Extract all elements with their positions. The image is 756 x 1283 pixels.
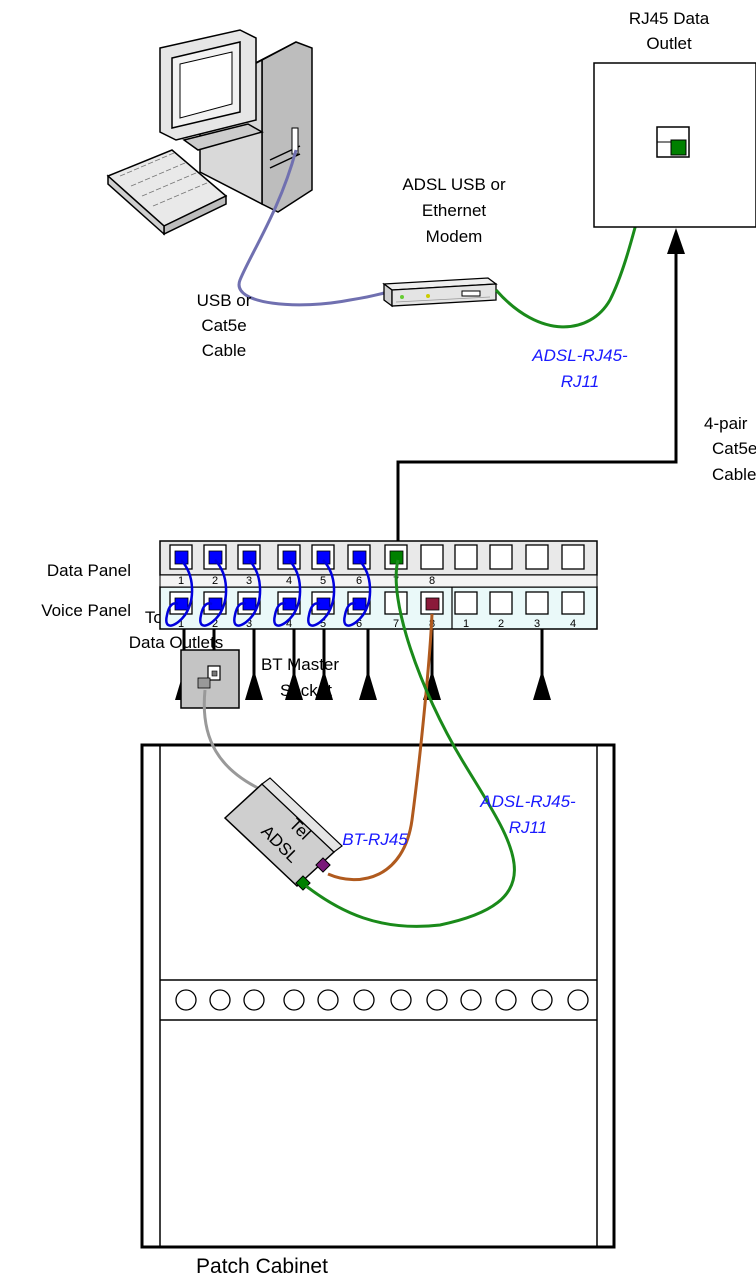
modem-label-3: Modem <box>426 227 483 246</box>
usb-cable-label-1: USB or <box>197 291 252 310</box>
voice-port <box>347 591 371 615</box>
cable-management-bar <box>160 979 597 1021</box>
computer-icon <box>106 29 313 236</box>
data-port <box>420 544 444 570</box>
voice-port <box>561 591 585 615</box>
voice-port-number: 1 <box>178 618 184 630</box>
voice-port-number: 4 <box>570 618 576 630</box>
data-panel-number-strip <box>159 574 598 588</box>
voice-port-number: 1 <box>463 618 469 630</box>
voice-port <box>454 591 478 615</box>
data-port <box>237 544 261 570</box>
blue-patch-leads <box>165 559 372 627</box>
adsl-cable-bottom <box>305 559 516 928</box>
grey-cable <box>202 689 263 792</box>
modem-label-1: ADSL USB or <box>402 175 506 194</box>
cable-hole <box>283 989 305 1011</box>
data-port <box>454 544 478 570</box>
data-port <box>489 544 513 570</box>
voice-port-number: 6 <box>356 618 362 630</box>
data-port <box>311 544 335 570</box>
voice-port-number: 7 <box>393 618 399 630</box>
patch-lead <box>343 559 372 627</box>
data-port-number: 6 <box>356 575 362 587</box>
data-port-number: 1 <box>178 575 184 587</box>
patch-lead <box>165 559 194 627</box>
data-port-number: 3 <box>246 575 252 587</box>
voice-panel-label: Voice Panel <box>41 601 131 620</box>
cable-hole <box>567 989 589 1011</box>
cable-hole <box>175 989 197 1011</box>
adsl-cable-top-label-1: ADSL-RJ45- <box>531 346 628 365</box>
voice-port-number: 2 <box>212 618 218 630</box>
bt-master-label-2: Socket <box>280 681 332 700</box>
cable-hole <box>209 989 231 1011</box>
usb-cable-label-2: Cat5e <box>201 316 246 335</box>
voice-panel-strip <box>159 586 598 630</box>
cable-hole <box>317 989 339 1011</box>
bt-master-socket <box>180 649 240 709</box>
cable-hole <box>495 989 517 1011</box>
modem-icon <box>382 277 498 308</box>
voice-port <box>525 591 549 615</box>
data-port <box>169 544 193 570</box>
cable-hole <box>531 989 553 1011</box>
data-port <box>561 544 585 570</box>
voice-port <box>237 591 261 615</box>
data-port-number: 8 <box>429 575 435 587</box>
patch-lead <box>199 559 228 627</box>
voice-port <box>277 591 301 615</box>
voice-port-number: 2 <box>498 618 504 630</box>
voice-port <box>420 591 444 615</box>
cable-hole <box>243 989 265 1011</box>
rj45-outlet <box>593 62 756 228</box>
adsl-cable-top-label-2: RJ11 <box>561 372 599 391</box>
modem-label-2: Ethernet <box>422 201 487 220</box>
cable-hole <box>390 989 412 1011</box>
data-port-number: 5 <box>320 575 326 587</box>
data-port <box>277 544 301 570</box>
cable-hole <box>460 989 482 1011</box>
data-port-number: 2 <box>212 575 218 587</box>
voice-port <box>203 591 227 615</box>
voice-port-number: 3 <box>534 618 540 630</box>
rj45-outlet-label-1: RJ45 Data <box>629 9 710 28</box>
patch-lead <box>233 559 262 627</box>
cable-holes <box>175 989 589 1011</box>
cable-hole <box>353 989 375 1011</box>
data-port <box>347 544 371 570</box>
data-port <box>525 544 549 570</box>
cat5e-label-1: 4-pair <box>704 414 748 433</box>
usb-cable <box>237 149 389 307</box>
data-panel-ports <box>169 544 585 570</box>
data-port <box>384 544 408 570</box>
patch-cabinet-label: Patch Cabinet <box>196 1255 328 1278</box>
data-port <box>203 544 227 570</box>
patch-lead <box>273 559 302 627</box>
voice-port-number: 5 <box>320 618 326 630</box>
voice-port-number: 3 <box>246 618 252 630</box>
bt-rj45-cable <box>327 613 434 882</box>
patch-lead <box>307 559 336 627</box>
bt-master-label-1: BT Master <box>261 655 339 674</box>
adsl-cable-bottom-label-1: ADSL-RJ45- <box>479 792 576 811</box>
usb-cable-label-3: Cable <box>202 341 246 360</box>
data-panel-label: Data Panel <box>47 561 131 580</box>
to-rj45-label-2: Data Outlets <box>129 633 224 652</box>
data-port-number: 4 <box>286 575 292 587</box>
cable-hole <box>426 989 448 1011</box>
voice-panel-ports <box>169 591 585 615</box>
adsl-cable-bottom-label-2: RJ11 <box>509 818 547 837</box>
cat5e-label-2: Cat5e <box>712 439 756 458</box>
voice-port <box>489 591 513 615</box>
voice-port <box>169 591 193 615</box>
cat5e-label-3: Cable <box>712 465 756 484</box>
data-panel-strip <box>159 540 598 576</box>
bt-rj45-label: BT-RJ45 <box>342 830 408 849</box>
voice-port-number: 4 <box>286 618 292 630</box>
rj45-outlet-label-2: Outlet <box>646 34 692 53</box>
cat5e-cable <box>396 228 685 558</box>
